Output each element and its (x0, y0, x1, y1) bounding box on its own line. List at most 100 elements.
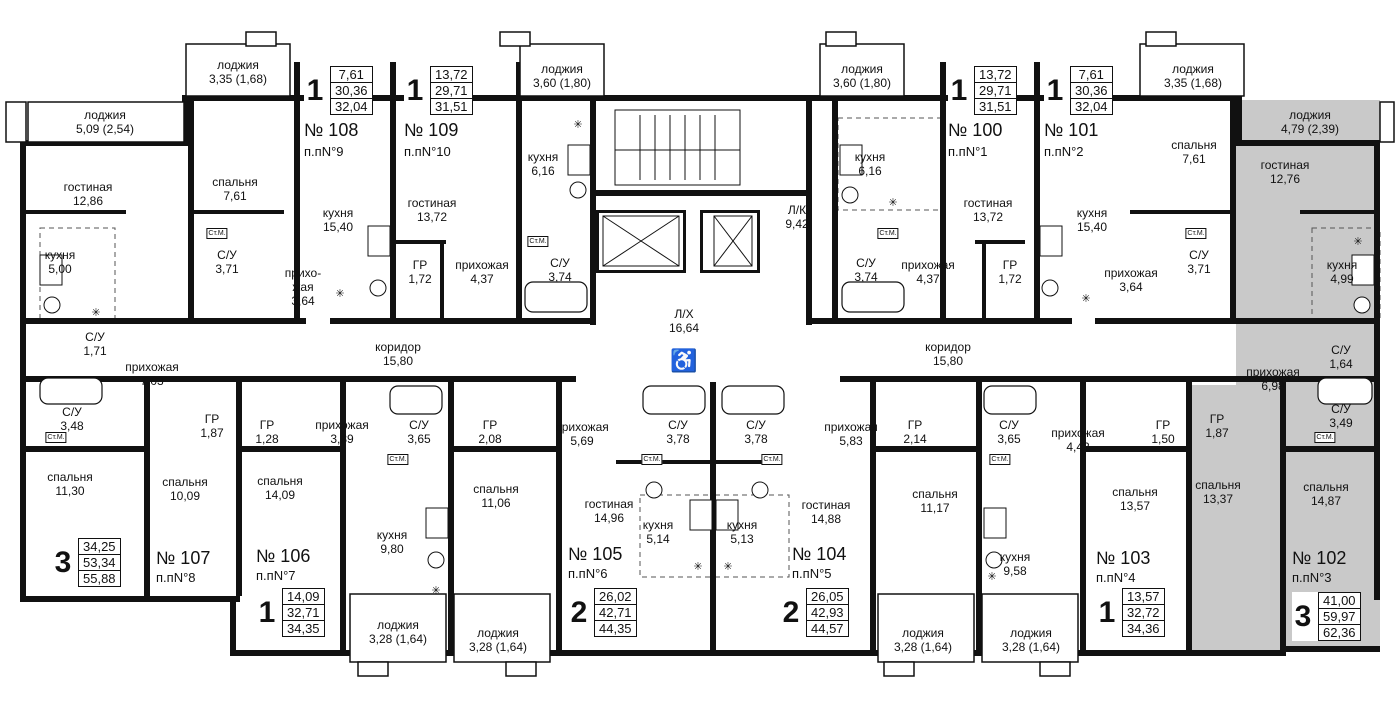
room-area: 1,87 (200, 426, 224, 440)
washer-label: Ст.М. (989, 454, 1011, 465)
room-name: ГР (482, 418, 498, 432)
loggias (5, 31, 1395, 677)
room-name: лоджия (902, 626, 944, 640)
room-area: 2,08 (478, 432, 502, 446)
area-value: 29,71 (975, 83, 1016, 99)
apartment-plan-position: п.пN°8 (156, 570, 196, 585)
room-name: Л/К (787, 203, 807, 217)
room-area: 15,80 (382, 354, 414, 368)
room-area: 3,78 (744, 432, 768, 446)
room-name: прихо- жая (284, 266, 322, 294)
washer-label: Ст.М. (761, 454, 783, 465)
asterisk-icon: ✳ (693, 561, 703, 573)
room-area: 14,09 (264, 488, 296, 502)
room-area: 10,09 (169, 489, 201, 503)
room-name: лоджия (1172, 62, 1214, 76)
area-value: 30,36 (1071, 83, 1112, 99)
room-name: ГР (1002, 258, 1018, 272)
room-area: 5,13 (730, 532, 754, 546)
apartment-number: № 106 (256, 546, 311, 566)
washer-label: Ст.М. (527, 236, 549, 247)
room-area: 13,37 (1202, 492, 1234, 506)
room-area: 4,79 (2,39) (1280, 122, 1340, 136)
room-count: 2 (570, 595, 588, 629)
room-name: гостиная (963, 196, 1013, 210)
room-area: 4,37 (916, 272, 940, 286)
room-name: прихожая (824, 420, 878, 434)
room-area: 3,64 (1119, 280, 1143, 294)
area-value: 55,88 (83, 571, 116, 586)
room-name: С/У (856, 256, 876, 270)
room-area: 3,35 (1,68) (208, 72, 268, 86)
room-name: спальня (1171, 138, 1217, 152)
area-value: 32,72 (1123, 605, 1164, 621)
apartment-number: № 100 (948, 120, 1003, 140)
room-area: 1,72 (408, 272, 432, 286)
room-area: 1,87 (1205, 426, 1229, 440)
room-area: 15,40 (1076, 220, 1108, 234)
bathtubs (39, 281, 1373, 415)
asterisk-icon: ✳ (1353, 236, 1363, 248)
room-area: 14,96 (593, 511, 625, 525)
area-value: 13,72 (431, 67, 472, 83)
apartment-number: № 105 (568, 544, 623, 564)
room-area: 14,87 (1310, 494, 1342, 508)
washer-label: Ст.М. (877, 228, 899, 239)
room-area: 3,28 (1,64) (1001, 640, 1061, 654)
area-value: 26,05 (807, 589, 848, 605)
room-name: С/У (1331, 402, 1351, 416)
room-name: кухня (854, 150, 886, 164)
apartment-number: № 109 (404, 120, 459, 140)
room-count: 3 (54, 545, 72, 579)
room-name: С/У (999, 418, 1019, 432)
apartment-number: № 104 (792, 544, 847, 564)
apartment-plan-position: п.пN°6 (568, 566, 608, 581)
room-count: 1 (406, 73, 424, 107)
room-name: прихожая (1104, 266, 1158, 280)
apartment-number: № 107 (156, 548, 211, 568)
room-area: 14,88 (810, 512, 842, 526)
room-area: 3,28 (1,64) (368, 632, 428, 646)
room-area: 7,03 (140, 374, 164, 388)
area-value: 7,61 (331, 67, 372, 83)
area-value: 29,71 (431, 83, 472, 99)
room-area: 12,86 (72, 194, 104, 208)
room-area: 6,16 (858, 164, 882, 178)
room-name: спальня (1112, 485, 1158, 499)
room-count: 1 (950, 73, 968, 107)
room-name: спальня (212, 175, 258, 189)
room-name: С/У (1331, 343, 1351, 357)
room-name: спальня (473, 482, 519, 496)
room-name: кухня (999, 550, 1031, 564)
room-area: 3,65 (997, 432, 1021, 446)
room-name: гостиная (801, 498, 851, 512)
